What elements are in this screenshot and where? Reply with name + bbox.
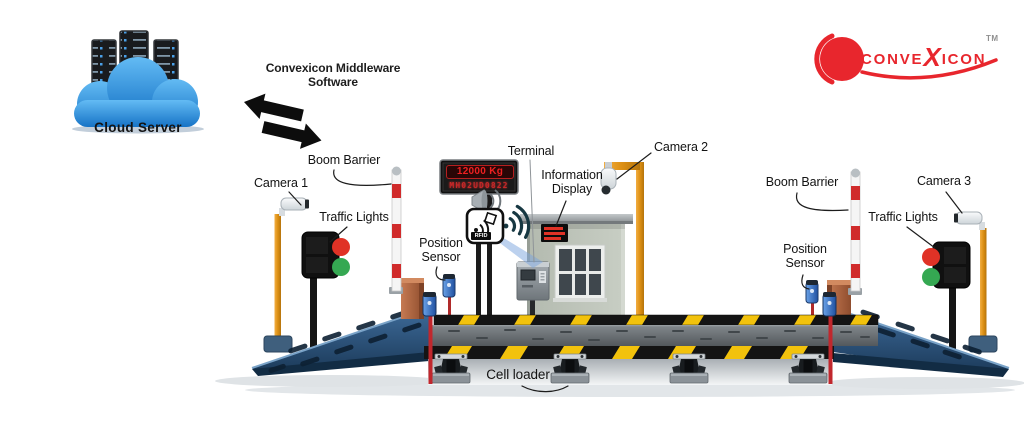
wifi-icon [503,204,531,239]
terminal-label: Terminal [507,144,555,158]
traffic-light-left-icon [301,231,350,350]
corner-sensor-left-icon [422,292,437,384]
rfid-label: RFID [471,232,491,240]
traffic-lights-right-label: Traffic Lights [868,210,938,224]
middleware-label: Convexicon Middleware Software [265,61,401,89]
speaker-icon [471,189,502,213]
boom-barrier-left-icon [389,166,424,319]
cloud-server-label: Cloud Server [94,120,182,135]
ground-shadows [215,375,1024,397]
weighbridge-platform [424,314,879,385]
label-connectors [288,152,963,393]
led-vehicle-number: MH02UD0822 [449,181,509,190]
sync-arrows-icon [244,93,322,149]
trademark-symbol: TM [986,34,999,43]
logo-disc-icon [820,37,864,81]
traffic-lights-left-label: Traffic Lights [319,210,389,224]
logo-text-pre: CONVE [861,51,924,68]
cell-loader-label: Cell loader [486,367,550,382]
position-sensor-left-icon [442,274,456,318]
position-sensor-left-label: Position Sensor [419,236,463,265]
logo-wordmark: CONVEXICON [861,38,986,72]
terminal-icon [516,261,550,318]
camera-1-icon [263,197,309,353]
camera-1-label: Camera 1 [253,176,309,190]
information-display-label: Information Display [541,168,603,197]
convexicon-logo: CONVEXICON TM [798,26,1013,86]
logo-swoosh-icon [860,58,998,80]
led-weight-readout: 12000 Kg [446,165,514,179]
position-sensor-right-label: Position Sensor [783,242,827,271]
boom-barrier-left-label: Boom Barrier [307,153,381,167]
cloud-server-icon [72,30,204,134]
camera-2-label: Camera 2 [653,140,709,154]
corner-sensor-right-icon [822,292,837,384]
position-sensor-right-icon [805,280,819,320]
logo-text-x: X [923,42,942,72]
logo-text-post: ICON [941,51,987,68]
logo-graphics [814,33,998,85]
traffic-light-right-icon [922,241,971,363]
boom-barrier-right-label: Boom Barrier [765,175,839,189]
left-ramp [251,307,430,376]
camera-2-icon [600,162,644,315]
information-display-icon [541,224,568,242]
window [553,244,607,302]
camera-3-icon [954,211,998,353]
logo-crescent-icon [814,33,835,85]
guard-house [520,214,633,315]
camera-3-label: Camera 3 [916,174,972,188]
